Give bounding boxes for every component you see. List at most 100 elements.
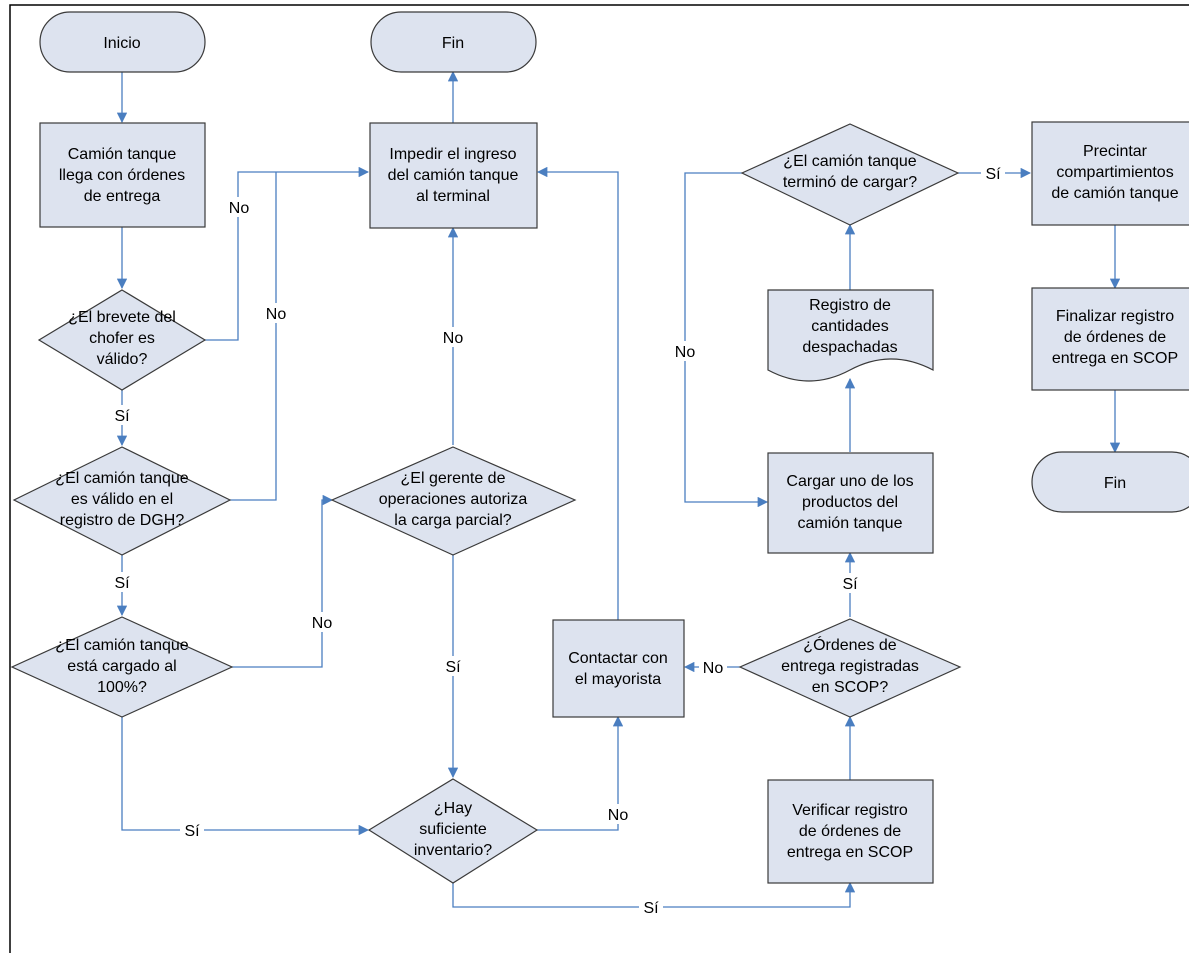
node-text-line: en SCOP? [812,679,889,696]
edge-contactar-impedir [536,166,619,620]
node-termino: ¿El camión tanque terminó de cargar? [740,123,960,226]
node-text-line: Registro de [809,297,891,314]
node-text-line: Impedir el ingreso [389,146,516,163]
node-text-line: ¿El gerente de [401,470,506,487]
node-text-line: está cargado al [67,658,176,675]
node-text-line: Finalizar registro [1056,308,1174,325]
edge-label-text: No [266,306,287,323]
node-text-line: la carga parcial? [394,512,512,529]
node-text-line: ¿El camión tanque [55,637,189,654]
node-text-line: ¿El camión tanque [55,470,189,487]
node-registro-dgh: ¿El camión tanque es válido en el regist… [12,446,232,556]
node-cargar: Cargar uno de los productos del camión t… [767,452,934,554]
node-text-line: registro de DGH? [60,512,185,529]
edges [116,70,1121,908]
node-text-line: de órdenes de [799,823,901,840]
edge-label-inventario-no: No [604,804,632,824]
node-text-line: Verificar registro [792,802,908,819]
edge-label-ordenes-si: Sí [838,573,862,593]
node-text-line: ¿Hay [434,800,472,817]
node-cargado: ¿El camión tanque está cargado al 100%? [10,616,234,718]
edge-label-text: Sí [114,575,130,592]
node-text-line: Camión tanque [68,146,177,163]
edge-label-text: No [608,807,629,824]
node-text-line: entrega en SCOP [1052,350,1178,367]
node-ordenes-reg: ¿Órdenes de entrega registradas en SCOP? [738,618,962,718]
node-text-line: compartimientos [1056,164,1173,181]
node-text-line: operaciones autoriza [379,491,528,508]
edge-inventario-no [537,715,624,831]
node-inventario: ¿Hay suficiente inventario? [367,778,539,884]
node-gerente: ¿El gerente de operaciones autoriza la c… [330,446,577,556]
edge-label-text: No [229,200,250,217]
node-brevete: ¿El brevete del chofer es válido? [37,289,207,391]
node-fin-top: Fin [370,11,537,73]
node-text-line: Contactar con [568,650,668,667]
edge-label-gerente-no: No [439,327,467,347]
edge-label-text: Sí [114,408,130,425]
edge-label-text: No [675,344,696,361]
node-text-line: ¿Órdenes de [803,635,896,654]
node-text-line: suficiente [419,821,487,838]
page-border [9,4,1189,953]
edge-label-text: No [443,330,464,347]
edge-label-text: No [703,660,724,677]
node-text-line: 100%? [97,679,147,696]
node-text-line: inventario? [414,842,492,859]
node-text-line: es válido en el [71,491,173,508]
node-inicio: Inicio [39,11,206,73]
node-finalizar: Finalizar registro de órdenes de entrega… [1031,287,1189,391]
edge-label-gerente-si: Sí [441,656,465,676]
node-text-line: camión tanque [798,515,903,532]
node-text-line: terminó de cargar? [783,174,917,191]
edge-label-termino-no: No [671,341,699,361]
edge-label-brevete-si: Sí [110,405,134,425]
node-text-line: Cargar uno de los [786,473,913,490]
node-registro-cant: Registro de cantidades despachadas [767,289,934,382]
edge-label-cargado-no: No [308,612,336,632]
edge-label-text: Sí [184,823,200,840]
node-text-line: entrega en SCOP [787,844,913,861]
node-text: Fin [442,35,464,52]
node-text-line: ¿El camión tanque [783,153,917,170]
edge-label-termino-si: Sí [981,163,1005,183]
node-llega: Camión tanque llega con órdenes de entre… [39,122,206,228]
edge-label-dgh-si: Sí [110,572,134,592]
edge-label-ordenes-no: No [699,657,727,677]
node-text-line: ¿El brevete del [68,309,176,326]
node-text: Fin [1104,475,1126,492]
edge-label-cargado-si: Sí [180,820,204,840]
edge-label-text: Sí [643,900,659,917]
node-text-line: productos del [802,494,898,511]
node-text-line: de entrega [84,188,161,205]
edge-label-text: Sí [842,576,858,593]
edge-dgh-no [230,172,277,501]
edge-label-inventario-si: Sí [639,897,663,917]
node-text-line: al terminal [416,188,490,205]
node-text-line: chofer es [89,330,155,347]
edge-label-text: Sí [985,166,1001,183]
node-text-line: el mayorista [575,671,661,688]
node-text-line: cantidades [811,318,888,335]
node-text-line: válido? [97,351,148,368]
edge-label-dgh-no: No [262,303,290,323]
node-impedir: Impedir el ingreso del camión tanque al … [369,122,538,229]
edge-labels: No No Sí Sí No Sí No Sí No Sí No Sí No S… [110,163,1005,917]
edge-brevete-no [205,166,370,341]
node-text-line: entrega registradas [781,658,919,675]
edge-label-brevete-no: No [225,197,253,217]
edge-termino-no [684,172,769,508]
node-text-line: de camión tanque [1051,185,1178,202]
edge-cargado-no [232,494,334,668]
node-contactar: Contactar con el mayorista [552,619,685,718]
node-text-line: despachadas [802,339,897,356]
node-text-line: de órdenes de [1064,329,1166,346]
edge-label-text: Sí [445,659,461,676]
edge-label-text: No [312,615,333,632]
node-text-line: llega con órdenes [59,167,185,184]
node-fin-right: Fin [1031,451,1189,513]
node-precintar: Precintar compartimientos de camión tanq… [1031,121,1189,226]
node-text-line: Precintar [1083,143,1148,160]
node-text-line: del camión tanque [388,167,519,184]
